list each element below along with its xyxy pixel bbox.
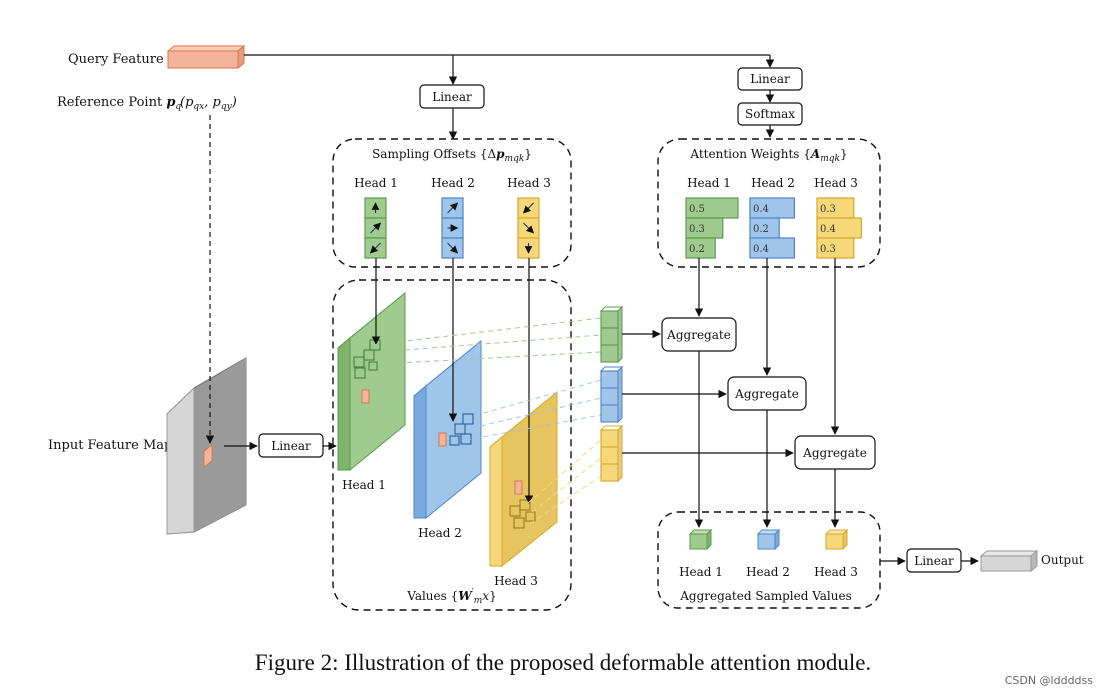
aggregated-cube-head1 xyxy=(688,528,713,551)
values-label: Values {W′mx} xyxy=(406,588,497,606)
watermark: CSDN @lddddss xyxy=(1005,674,1094,687)
offset-arrow-icon xyxy=(447,242,459,254)
offset-arrow-icon xyxy=(370,222,382,234)
offset-arrow-icon xyxy=(523,222,535,234)
query-feature-label: Query Feature zq xyxy=(68,52,181,69)
linear-attention-label: Linear xyxy=(750,72,790,86)
attention-weights-label: Attention Weights {Amqk} xyxy=(689,147,847,164)
weight-value: 0.3 xyxy=(820,244,836,255)
offset-stack-head1 xyxy=(364,197,387,259)
linear-offsets-label: Linear xyxy=(432,90,472,104)
linear-output-box: Linear xyxy=(906,548,962,573)
values-group: Values {W′mx} Head 1 Head 2 xyxy=(332,279,572,611)
weight-value: 0.4 xyxy=(753,204,769,215)
value-plane-head1: Head 1 xyxy=(337,291,406,492)
offset-stack-head3 xyxy=(517,197,540,259)
aggregated-values-group: Head 1 Head 2 Head 3 Aggregated Sampled … xyxy=(657,511,881,609)
aggregate-label-1: Aggregate xyxy=(666,328,731,342)
input-feature-map: Input Feature Map x xyxy=(48,357,247,535)
sampled-values-head2 xyxy=(599,365,624,424)
query-feature-block xyxy=(166,44,246,70)
offset-arrow-icon xyxy=(522,202,534,214)
weight-stack-head1: 0.5 0.3 0.2 xyxy=(685,197,739,259)
reference-point-label: Reference Point pq xyxy=(57,95,181,112)
offset-arrow-icon xyxy=(369,242,381,254)
weights-head3-label: Head 3 xyxy=(814,176,858,190)
aggregate-box-head2: Aggregate xyxy=(727,376,807,411)
linear-attention-box: Linear xyxy=(737,67,803,91)
output-label: Output xyxy=(1041,553,1084,567)
value-plane-head2: Head 2 xyxy=(413,339,482,540)
offset-stack-head2 xyxy=(441,197,464,259)
sampled-values-head1 xyxy=(599,305,624,364)
aggregated-cube-head3 xyxy=(824,528,849,551)
linear-values-box: Linear xyxy=(258,433,324,458)
sampled-values-head3 xyxy=(599,424,624,483)
query-wires xyxy=(244,54,775,140)
aggregated-head3-label: Head 3 xyxy=(814,565,858,579)
aggregate-label-2: Aggregate xyxy=(734,387,799,401)
query-feature: Query Feature zq xyxy=(68,44,246,70)
linear-values-label: Linear xyxy=(271,439,311,453)
weight-value: 0.5 xyxy=(689,204,705,215)
reference-point-coords: (pqx, pqy) xyxy=(180,95,237,112)
sampled-value-cell xyxy=(600,463,619,482)
weight-value: 0.3 xyxy=(820,204,836,215)
weights-head2-label: Head 2 xyxy=(751,176,795,190)
weights-head1-label: Head 1 xyxy=(687,176,731,190)
softmax-label: Softmax xyxy=(745,107,795,121)
sampled-value-cell xyxy=(600,370,619,389)
weight-value: 0.2 xyxy=(689,244,705,255)
offset-to-value-wires xyxy=(371,258,534,504)
aggregated-cube-head2 xyxy=(756,528,781,551)
offsets-head1-label: Head 1 xyxy=(354,176,398,190)
aggregated-head2-label: Head 2 xyxy=(746,565,790,579)
offsets-head3-label: Head 3 xyxy=(507,176,551,190)
attention-weights-group: Attention Weights {Amqk} Head 1 Head 2 H… xyxy=(657,138,881,268)
weight-value: 0.3 xyxy=(689,224,705,235)
aggregate-label-3: Aggregate xyxy=(802,446,867,460)
weight-stack-head2: 0.4 0.2 0.4 xyxy=(749,197,796,259)
weight-value: 0.4 xyxy=(820,224,836,235)
aggregate-wires xyxy=(622,258,840,528)
offset-arrow-icon xyxy=(447,202,459,214)
softmax-box: Softmax xyxy=(737,102,803,126)
weight-value: 0.4 xyxy=(753,244,769,255)
sampling-offsets-label: Sampling Offsets {Δpmqk} xyxy=(372,147,532,164)
values-head1-label: Head 1 xyxy=(342,478,386,492)
weight-stack-head3: 0.3 0.4 0.3 xyxy=(816,197,863,259)
weight-bar xyxy=(685,237,716,259)
aggregate-box-head3: Aggregate xyxy=(794,435,876,470)
sampling-offsets-group: Sampling Offsets {Δpmqk} Head 1 Head 2 H… xyxy=(332,138,572,268)
output-block xyxy=(979,549,1039,573)
sampled-value-cell xyxy=(600,404,619,423)
weight-value: 0.2 xyxy=(753,224,769,235)
values-head3-label: Head 3 xyxy=(494,574,538,588)
offsets-head2-label: Head 2 xyxy=(431,176,475,190)
aggregated-sampled-values-label: Aggregated Sampled Values xyxy=(679,589,852,603)
linear-output-label: Linear xyxy=(914,554,954,568)
aggregate-box-head1: Aggregate xyxy=(661,317,737,352)
sampling-dashed-lines xyxy=(371,317,602,525)
sampled-value-cell xyxy=(600,327,619,346)
sampled-value-cell xyxy=(600,446,619,465)
aggregated-head1-label: Head 1 xyxy=(679,565,723,579)
sampled-value-cell xyxy=(600,310,619,329)
sampled-value-cell xyxy=(600,429,619,448)
weight-bar xyxy=(749,237,796,259)
sampled-value-cell xyxy=(600,387,619,406)
values-head2-label: Head 2 xyxy=(418,526,462,540)
sampled-value-cell xyxy=(600,344,619,363)
linear-offsets-box: Linear xyxy=(419,84,485,109)
reference-point: Reference Point pq (pqx, pqy) xyxy=(57,95,237,112)
figure-caption: Figure 2: Illustration of the proposed d… xyxy=(255,650,871,675)
input-feature-map-label: Input Feature Map x xyxy=(48,438,184,453)
